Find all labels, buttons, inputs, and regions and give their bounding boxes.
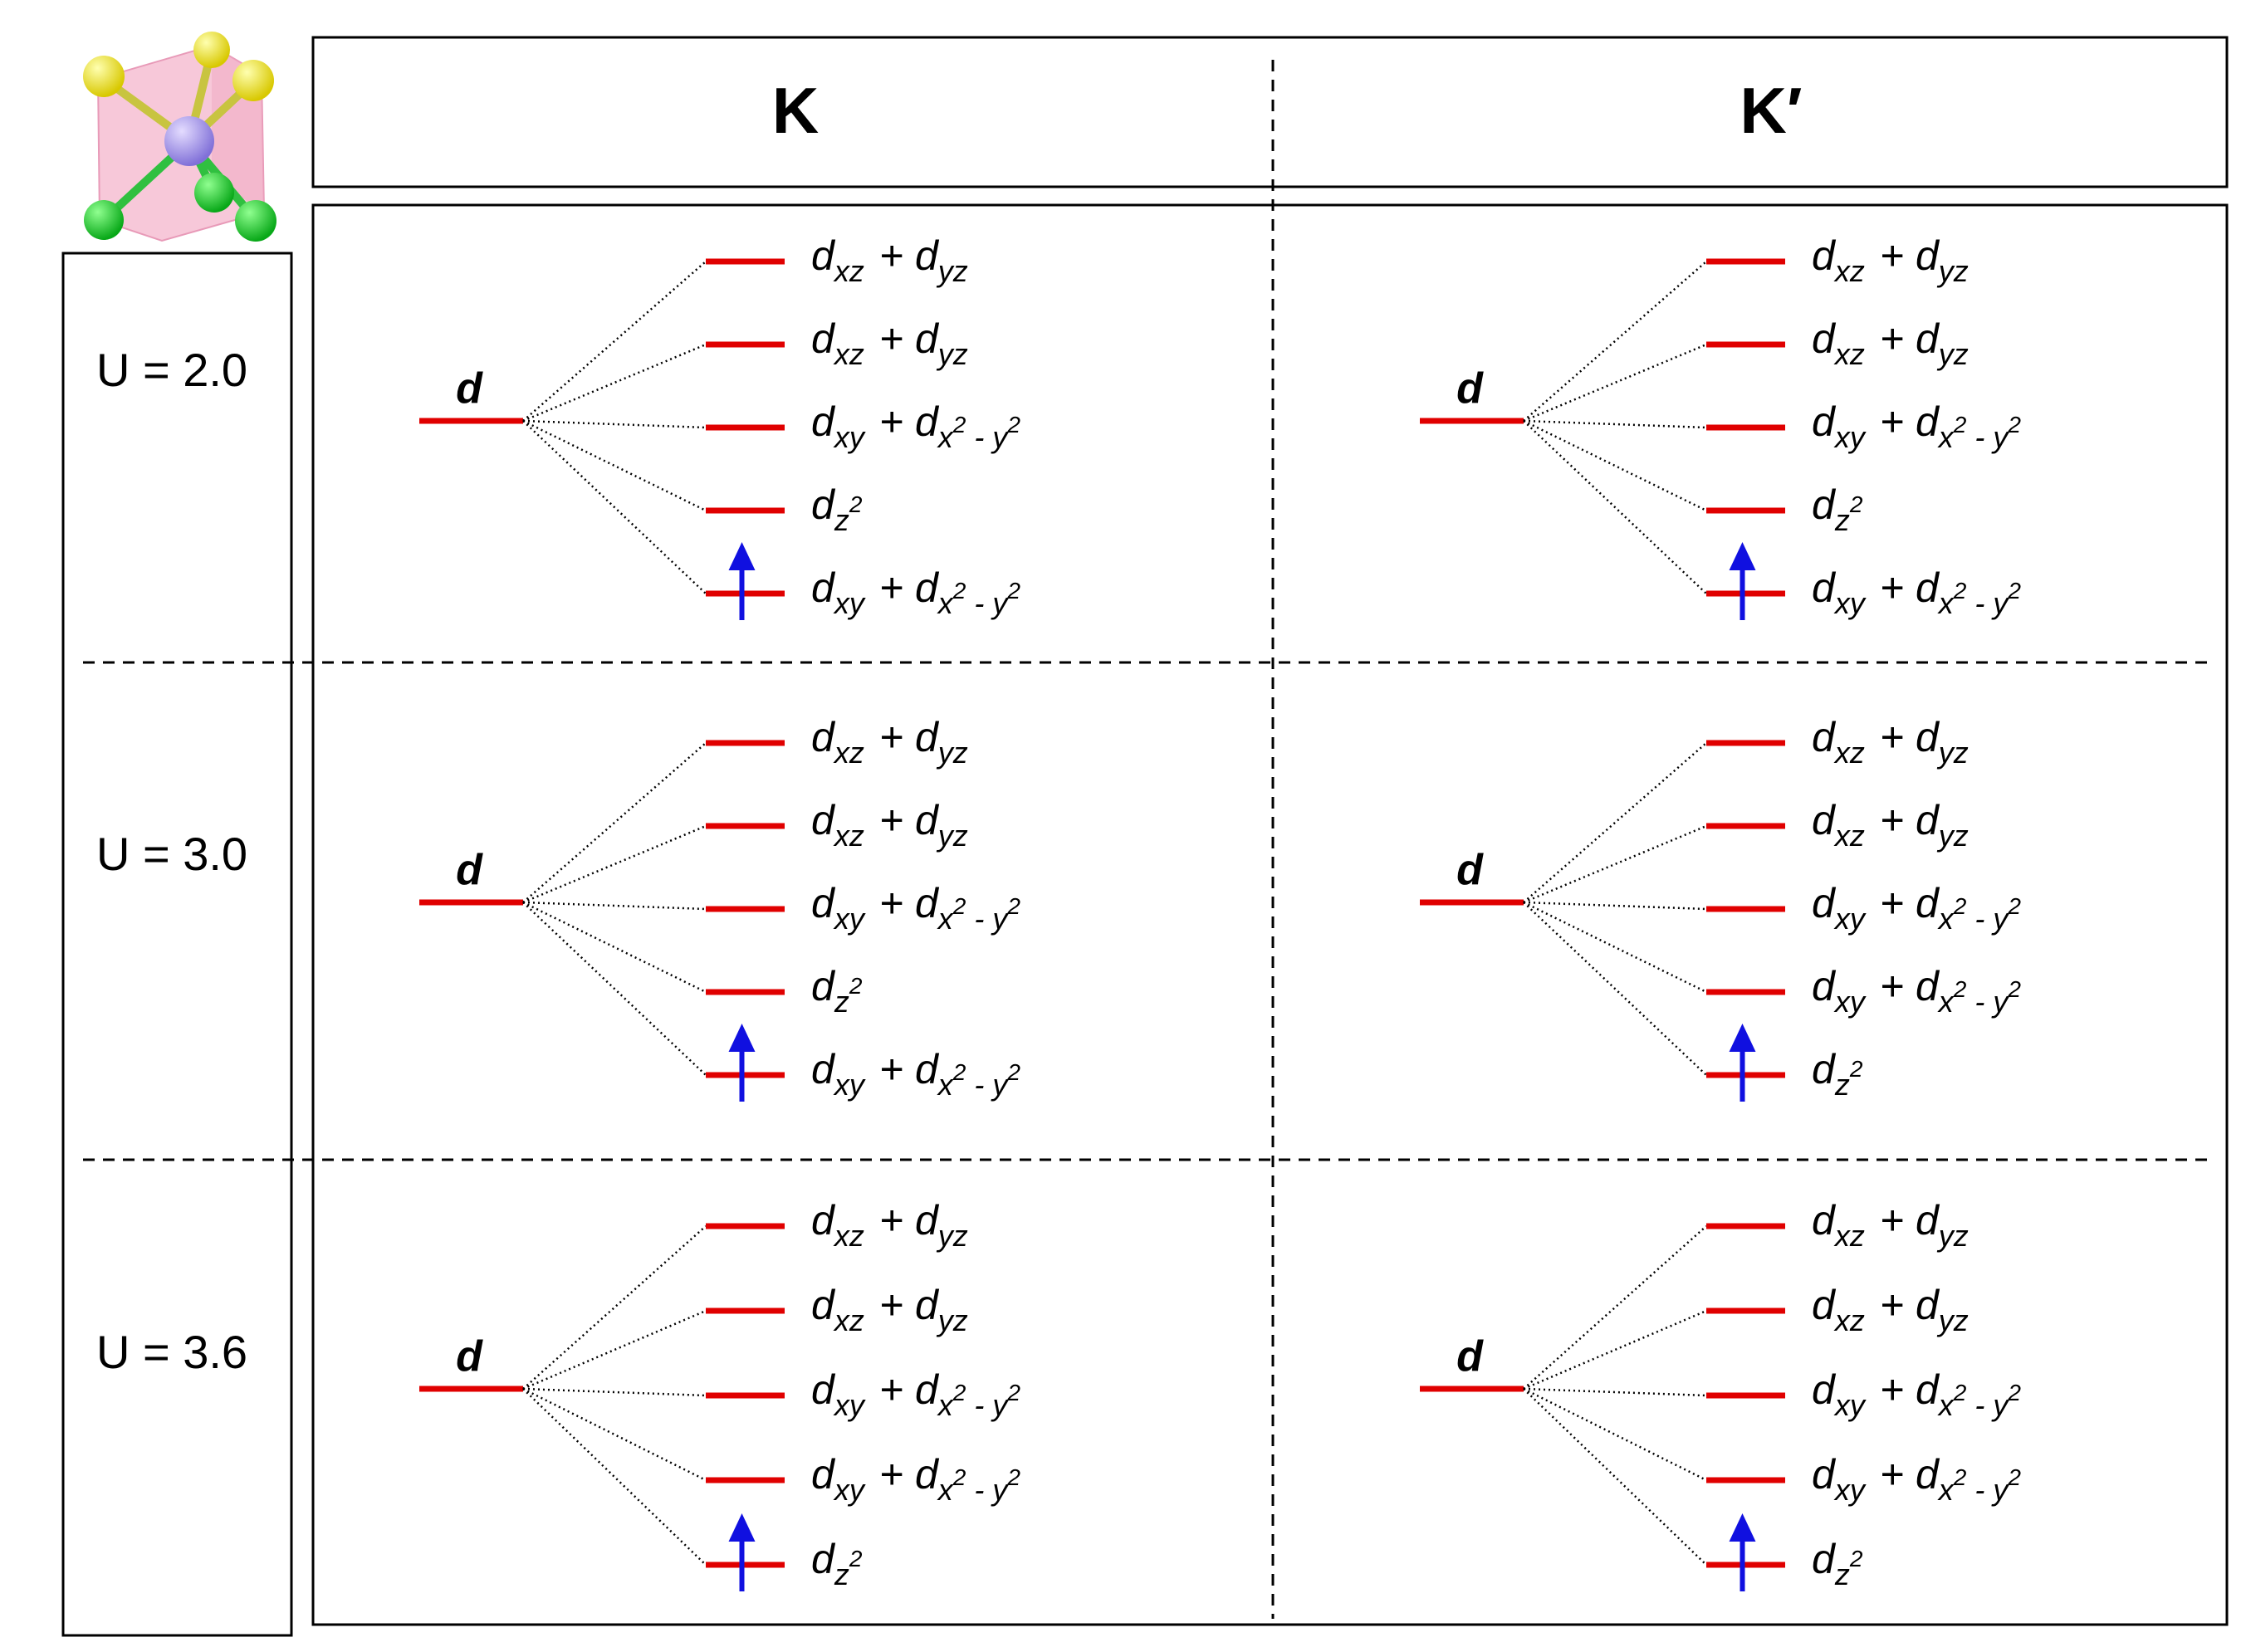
- connector-line: [1523, 901, 1707, 911]
- connector-line: [522, 419, 707, 429]
- connector-line: [522, 420, 707, 594]
- orbital-label: dxy + dx2 - y2: [1812, 1366, 2024, 1422]
- connector-line: [522, 1388, 707, 1566]
- spin-up-arrow-icon: [728, 1024, 756, 1102]
- connector-line: [522, 824, 707, 904]
- connector-line: [1523, 419, 1707, 512]
- connector-line: [1523, 901, 1707, 994]
- column-header-k-prime: K′: [1740, 74, 1802, 147]
- connector-line: [522, 343, 707, 423]
- parent-level-label: d: [456, 364, 483, 413]
- orbital-label: dxy + dx2 - y2: [811, 1451, 1024, 1507]
- column-header-k: K: [772, 74, 819, 147]
- connector-line: [1523, 1387, 1707, 1482]
- connector-line: [1523, 1388, 1707, 1566]
- orbital-label: dxz + dyz: [811, 315, 971, 371]
- orbital-label: dz2: [811, 963, 866, 1019]
- ligand-atom-icon: [193, 32, 230, 68]
- orbital-label: dz2: [1812, 1046, 1867, 1102]
- orbital-label: dxz + dyz: [811, 1282, 971, 1337]
- connector-line: [1523, 420, 1707, 594]
- parent-level-label: d: [1456, 1332, 1484, 1381]
- orbital-label: dz2: [811, 481, 866, 537]
- ligand-atom-icon: [235, 200, 276, 242]
- parent-level-label: d: [1456, 364, 1484, 413]
- splitting-panel-3-k-prime: d dxz + dyz dxz + dyz dxy + dx2 - y2 dxy …: [1420, 1197, 2024, 1591]
- main-panel-box: [311, 203, 2229, 1626]
- u-label-row-1: U = 2.0: [96, 344, 247, 396]
- orbital-label: dxy + dx2 - y2: [1812, 1451, 2024, 1507]
- splitting-panel-3-k: d dxz + dyz dxz + dyz dxy + dx2 - y2 dxy …: [419, 1197, 1024, 1591]
- spin-up-arrow-icon: [1729, 1513, 1756, 1591]
- orbital-label: dxy + dx2 - y2: [1812, 963, 2024, 1019]
- ligand-atom-icon: [194, 173, 234, 213]
- connector-line: [522, 1309, 707, 1391]
- orbital-label: dz2: [811, 1536, 866, 1591]
- connector-line: [1523, 824, 1707, 904]
- connector-line: [1523, 742, 1707, 903]
- parent-level-label: d: [456, 846, 483, 894]
- orbital-label: dxy + dx2 - y2: [1812, 398, 2024, 454]
- ligand-atom-icon: [232, 60, 274, 101]
- orbital-label: dz2: [1812, 1536, 1867, 1591]
- connector-line: [522, 1387, 707, 1397]
- orbital-label: dz2: [1812, 481, 1867, 537]
- orbital-label: dxy + dx2 - y2: [811, 1366, 1024, 1422]
- orbital-label: dxz + dyz: [811, 1197, 971, 1253]
- spin-up-arrow-icon: [1729, 1024, 1756, 1102]
- u-label-row-3: U = 3.6: [96, 1326, 247, 1378]
- connector-line: [1523, 1387, 1707, 1397]
- orbital-label: dxz + dyz: [1812, 714, 1972, 770]
- connector-line: [1523, 1225, 1707, 1390]
- ligand-atom-icon: [83, 56, 125, 97]
- connector-line: [1523, 1309, 1707, 1391]
- orbital-label: dxz + dyz: [1812, 1197, 1972, 1253]
- orbital-label: dxy + dx2 - y2: [811, 398, 1024, 454]
- spin-up-arrow-icon: [728, 1513, 756, 1591]
- connector-line: [522, 1225, 707, 1390]
- orbital-label: dxz + dyz: [1812, 232, 1972, 288]
- parent-level-label: d: [1456, 846, 1484, 894]
- connector-line: [522, 902, 707, 1076]
- orbital-label: dxz + dyz: [811, 232, 971, 288]
- connector-line: [1523, 261, 1707, 422]
- connector-line: [522, 261, 707, 422]
- orbital-label: dxz + dyz: [1812, 315, 1972, 371]
- orbital-label: dxz + dyz: [811, 797, 971, 853]
- connector-line: [1523, 419, 1707, 429]
- connector-line: [522, 1387, 707, 1482]
- u-label-row-2: U = 3.0: [96, 828, 247, 880]
- orbital-label: dxy + dx2 - y2: [811, 880, 1024, 936]
- orbital-label: dxy + dx2 - y2: [1812, 880, 2024, 936]
- splitting-panel-2-k-prime: d dxz + dyz dxz + dyz dxy + dx2 - y2 dxy …: [1420, 714, 2024, 1102]
- orbital-label: dxy + dx2 - y2: [811, 1046, 1024, 1102]
- ligand-atom-icon: [84, 200, 124, 240]
- connector-line: [1523, 343, 1707, 423]
- orbital-label: dxz + dyz: [811, 714, 971, 770]
- connector-line: [1523, 902, 1707, 1076]
- column-header-box: [311, 36, 2229, 188]
- connector-line: [522, 742, 707, 903]
- central-atom-icon: [164, 116, 214, 166]
- parent-level-label: d: [456, 1332, 483, 1381]
- spin-up-arrow-icon: [728, 542, 756, 620]
- orbital-label: dxz + dyz: [1812, 797, 1972, 853]
- connector-line: [522, 419, 707, 512]
- spin-up-arrow-icon: [1729, 542, 1756, 620]
- connector-line: [522, 901, 707, 911]
- orbital-label: dxy + dx2 - y2: [1812, 565, 2024, 620]
- orbital-label: dxz + dyz: [1812, 1282, 1972, 1337]
- orbital-label: dxy + dx2 - y2: [811, 565, 1024, 620]
- connector-line: [522, 901, 707, 994]
- u-label-box: [61, 252, 293, 1637]
- trigonal-prismatic-molecule-icon: [83, 32, 276, 242]
